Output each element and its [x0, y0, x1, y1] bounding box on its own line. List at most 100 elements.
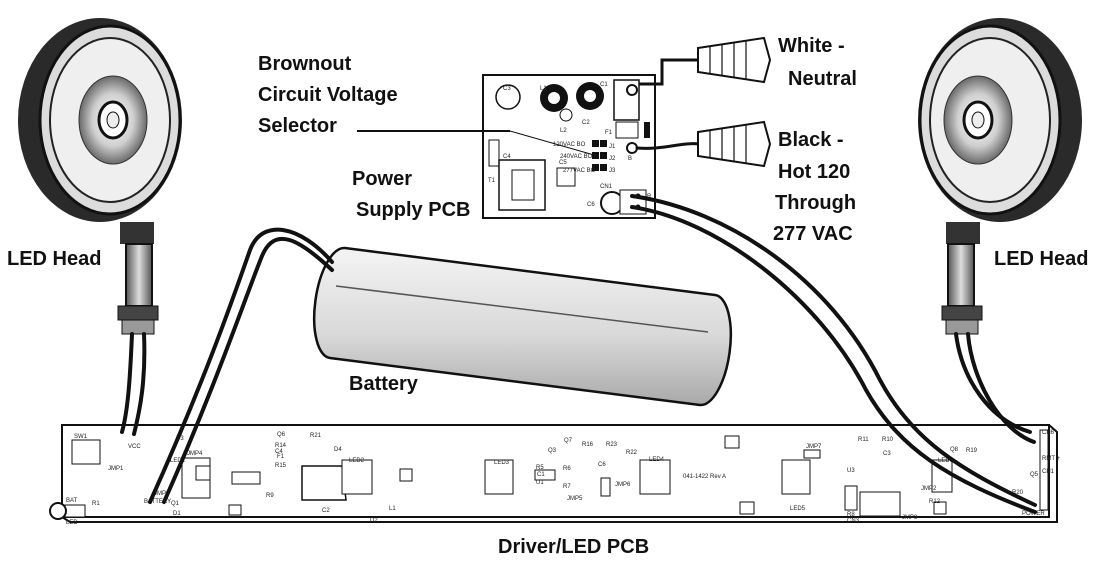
silkscreen-label: R15: [275, 463, 287, 469]
silkscreen-label: L1: [389, 506, 396, 512]
power-supply-pcb: [482, 74, 656, 219]
driver-led-pcb: [49, 424, 1058, 523]
silkscreen-label: R8: [847, 512, 855, 518]
silkscreen-label: BAT: [66, 498, 78, 504]
silkscreen-label: C5: [559, 160, 567, 166]
silkscreen-label: LED5: [790, 506, 806, 512]
brownout-leader-tail: [509, 130, 595, 156]
silkscreen-label: J1: [609, 144, 616, 150]
silkscreen-label: C2: [322, 508, 330, 514]
silkscreen-label: C6: [587, 202, 595, 208]
silkscreen-label: C1: [537, 472, 545, 478]
silkscreen-label: LED4: [649, 457, 665, 463]
silkscreen-label: C3: [883, 451, 891, 457]
silkscreen-label: R16: [582, 442, 594, 448]
silkscreen-label: POWER: [1022, 511, 1045, 517]
silkscreen-label: D4: [334, 447, 342, 453]
led-head-right: [918, 18, 1082, 335]
silkscreen-label: C1: [600, 82, 608, 88]
silkscreen-label: Q8: [950, 447, 959, 453]
silkscreen-label: JMP8: [902, 515, 918, 521]
silkscreen-label: JMP1: [108, 466, 124, 472]
silkscreen-label: R10: [882, 437, 894, 443]
power-supply-label-line2: Supply PCB: [356, 199, 470, 221]
silkscreen-label: LED1: [170, 458, 186, 464]
silkscreen-label: R12: [929, 499, 941, 505]
driver-pcb-labels: SW1JMP1VCCR1BATLEDBATTERYD3JMP4LED1JMP3Q…: [66, 430, 1061, 526]
silkscreen-label: JMP2: [921, 486, 937, 492]
silkscreen-label: R14: [275, 443, 287, 449]
silkscreen-label: Q7: [564, 438, 573, 444]
silkscreen-label: R7: [563, 484, 571, 490]
silkscreen-label: VCC: [128, 444, 141, 450]
silkscreen-label: LED6: [938, 458, 954, 464]
wires: [120, 58, 1037, 514]
power-supply-label-line1: Power: [352, 168, 412, 190]
silkscreen-label: U1: [536, 480, 544, 486]
silkscreen-label: R20: [1012, 490, 1024, 496]
brownout-label-line1: Brownout: [258, 53, 352, 75]
white-neutral-label-line1: White -: [778, 35, 845, 57]
led-head-left-label: LED Head: [7, 248, 101, 270]
silkscreen-label: D1: [173, 511, 181, 517]
silkscreen-label: JMP6: [615, 482, 631, 488]
silkscreen-label: C6: [598, 462, 606, 468]
silkscreen-label: R19: [966, 448, 978, 454]
silkscreen-label: Q1: [171, 501, 180, 507]
silkscreen-label: CN1: [1042, 469, 1055, 475]
silkscreen-label: R: [647, 194, 652, 200]
silkscreen-label: CN1: [600, 184, 613, 190]
silkscreen-label: B: [628, 156, 632, 162]
black-hot-label-line2: Hot 120: [778, 161, 850, 183]
silkscreen-label: JMP3: [154, 491, 170, 497]
silkscreen-label: 277VAC BO: [563, 168, 596, 174]
silkscreen-label: Q6: [277, 432, 286, 438]
silkscreen-label: R22: [626, 450, 638, 456]
silkscreen-label: Q3: [548, 448, 557, 454]
silkscreen-label: F1: [277, 454, 285, 460]
silkscreen-label: R9: [266, 493, 274, 499]
silkscreen-label: L1: [540, 86, 547, 92]
silkscreen-label: R11: [858, 437, 869, 443]
silkscreen-label: R23: [606, 442, 618, 448]
silkscreen-label: U3: [847, 468, 855, 474]
silkscreen-label: R5: [536, 465, 544, 471]
silkscreen-label: J3: [609, 168, 616, 174]
silkscreen-label: LED2: [349, 458, 365, 464]
brownout-label-line3: Selector: [258, 115, 337, 137]
battery-label: Battery: [349, 373, 419, 395]
silkscreen-label: CN3: [847, 518, 860, 524]
silkscreen-label: F1: [605, 130, 613, 136]
silkscreen-label: C4: [503, 154, 511, 160]
silkscreen-label: D3: [176, 436, 184, 442]
driver-pcb-label: Driver/LED PCB: [498, 536, 649, 558]
silkscreen-label: LED: [66, 520, 78, 526]
silkscreen-label: BATTERY: [144, 499, 171, 505]
silkscreen-label: JMP7: [806, 444, 822, 450]
silkscreen-label: CN6: [1042, 430, 1055, 436]
black-hot-label-line1: Black -: [778, 129, 844, 151]
led-head-right-label: LED Head: [994, 248, 1088, 270]
silkscreen-label: 041-1422 Rev A: [683, 474, 726, 480]
white-neutral-label-line2: Neutral: [788, 68, 857, 90]
silkscreen-label: L2: [560, 128, 567, 134]
silkscreen-label: Q5: [1030, 472, 1039, 478]
silkscreen-label: C3: [503, 86, 511, 92]
silkscreen-label: 120VAC BO: [553, 142, 586, 148]
silkscreen-label: D2: [370, 518, 378, 524]
silkscreen-label: R21: [310, 433, 322, 439]
battery: [312, 246, 733, 407]
silkscreen-label: LED3: [494, 460, 510, 466]
silkscreen-label: C2: [582, 120, 590, 126]
silkscreen-label: R6: [563, 466, 571, 472]
silkscreen-label: JMP5: [567, 496, 583, 502]
wire-nut-white: [697, 36, 772, 84]
silkscreen-label: JMP4: [187, 451, 203, 457]
silkscreen-label: T1: [488, 178, 496, 184]
wire-nut-black: [697, 120, 772, 168]
brownout-label-line2: Circuit Voltage: [258, 84, 398, 106]
silkscreen-label: J2: [609, 156, 616, 162]
silkscreen-label: RMT +: [1042, 456, 1061, 462]
